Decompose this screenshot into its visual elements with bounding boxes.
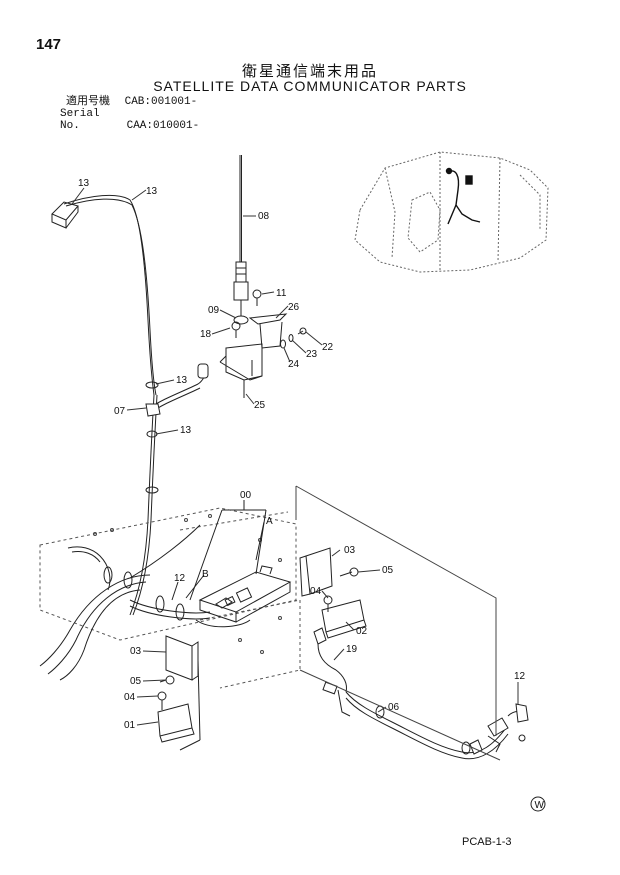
- serial-value: CAA:010001-: [126, 120, 200, 132]
- callout-12: 12: [514, 671, 526, 682]
- inset-highlight-cable: [445, 167, 481, 225]
- callout-23: 23: [306, 349, 318, 360]
- callout-19: 19: [346, 644, 358, 655]
- callout-26: 26: [288, 302, 300, 313]
- callout-00: 00: [240, 490, 252, 501]
- callout-24: 24: [288, 359, 300, 370]
- serial-applicability: 適用号機 CAB:001001- Serial No. CAA:010001-: [60, 96, 200, 132]
- callout-13: 13: [180, 425, 192, 436]
- callout-22: 22: [322, 342, 334, 353]
- callout-13: 13: [146, 186, 158, 197]
- w-mark-circle: [530, 796, 546, 812]
- callout-07: 07: [114, 406, 126, 417]
- callout-11: 11: [276, 288, 287, 299]
- callout-25: 25: [254, 400, 266, 411]
- lower-harness: [39, 524, 211, 681]
- callout-12: 12: [174, 573, 186, 584]
- callout-A: A: [266, 516, 273, 527]
- left-bracket-assembly: [157, 635, 201, 751]
- serial-label: Serial No.: [60, 108, 100, 132]
- callout-labels: 13 13 08 11 09 26 18 22 23 24 13 25 07 1…: [78, 178, 545, 811]
- cable-harness-13: [51, 194, 209, 616]
- callout-08: 08: [258, 211, 270, 222]
- callout-02: 02: [356, 626, 368, 637]
- callout-05: 05: [130, 676, 142, 687]
- title-japanese: 衛星通信端末用品: [241, 63, 378, 80]
- serial-line-caa: Serial No. CAA:010001-: [60, 108, 200, 132]
- callout-03: 03: [344, 545, 356, 556]
- callout-13: 13: [176, 375, 188, 386]
- callout-B: B: [202, 569, 209, 580]
- callout-leaders: [171, 500, 267, 601]
- callout-03: 03: [130, 646, 142, 657]
- callout-09: 09: [208, 305, 220, 316]
- serial-line-cab: 適用号機 CAB:001001-: [66, 96, 199, 108]
- serial-label: 適用号機: [66, 96, 110, 108]
- assembly-frame: [295, 485, 501, 761]
- callout-01: 01: [124, 720, 136, 731]
- callout-04: 04: [124, 692, 136, 703]
- w-mark: W: [535, 800, 545, 811]
- bolts-upper: [231, 289, 307, 349]
- serial-value: CAB:001001-: [124, 96, 198, 108]
- right-bracket-assembly: [299, 547, 367, 645]
- page-number: 147: [36, 36, 62, 53]
- callout-05: 05: [382, 565, 394, 576]
- callout-04: 04: [310, 586, 322, 597]
- controller-unit-00: [195, 565, 292, 628]
- leader-lines: [71, 187, 519, 726]
- callout-18: 18: [200, 329, 212, 340]
- callout-06: 06: [388, 702, 400, 713]
- antenna-rod: [233, 155, 249, 325]
- callout-13: 13: [78, 178, 90, 189]
- drawing-code: PCAB-1-3: [462, 836, 512, 848]
- antenna-bracket: [219, 313, 288, 398]
- title-english: SATELLITE DATA COMMUNICATOR PARTS: [153, 78, 467, 94]
- machine-inset-sketch: [354, 151, 549, 273]
